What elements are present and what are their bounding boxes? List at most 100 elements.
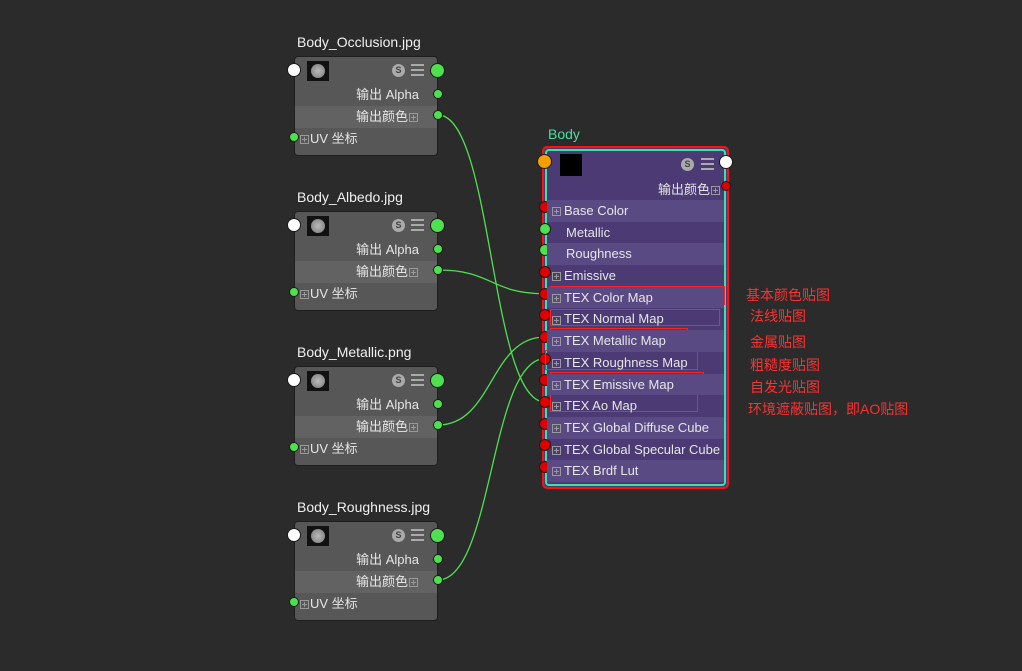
output-alpha-port[interactable] (433, 89, 443, 99)
body-input-row[interactable]: Base Color (547, 200, 724, 222)
body-output-color-port[interactable] (721, 181, 731, 191)
output-alpha-label: 输出 Alpha (356, 242, 419, 257)
body-input-row[interactable]: TEX Metallic Map (547, 330, 724, 352)
output-alpha-port[interactable] (433, 399, 443, 409)
menu-icon[interactable] (411, 374, 424, 386)
texture-input-port[interactable] (287, 373, 301, 387)
input-label: TEX Metallic Map (564, 333, 666, 349)
menu-icon[interactable] (411, 64, 424, 76)
menu-icon[interactable] (701, 158, 714, 170)
texture-output-port[interactable] (430, 528, 445, 543)
expand-icon[interactable] (552, 445, 561, 455)
expand-icon[interactable] (300, 445, 309, 455)
s-icon[interactable]: S (681, 158, 694, 171)
body-output-port[interactable] (719, 155, 733, 169)
body-input-row[interactable]: TEX Color Map (547, 286, 724, 309)
texture-output-port[interactable] (430, 373, 445, 388)
expand-icon[interactable] (711, 186, 720, 196)
texture-node-title: Body_Albedo.jpg (297, 189, 403, 205)
expand-icon[interactable] (409, 423, 418, 433)
connection-wire (437, 358, 546, 581)
body-input-row[interactable]: Roughness (547, 243, 724, 266)
expand-icon[interactable] (552, 207, 561, 217)
input-label: TEX Brdf Lut (564, 463, 639, 479)
expand-icon[interactable] (300, 135, 309, 145)
body-input-row[interactable]: TEX Normal Map (547, 308, 724, 330)
annotation-label: 基本颜色贴图 (746, 287, 830, 303)
texture-node-title: Body_Roughness.jpg (297, 499, 431, 515)
uv-coord-label: UV 坐标 (310, 286, 358, 301)
expand-icon[interactable] (552, 402, 561, 412)
expand-icon[interactable] (552, 293, 561, 303)
expand-icon[interactable] (409, 113, 418, 123)
connection-wire (437, 336, 546, 426)
texture-node-title: Body_Metallic.png (297, 344, 412, 360)
expand-icon[interactable] (552, 380, 561, 390)
body-input-row[interactable]: TEX Global Diffuse Cube (547, 416, 724, 439)
uv-coord-label: UV 坐标 (310, 441, 358, 456)
body-node-title: Body (548, 126, 580, 142)
annotation-label: 金属贴图 (750, 334, 806, 350)
expand-icon[interactable] (409, 268, 418, 278)
body-input-row[interactable]: TEX Emissive Map (547, 373, 724, 396)
body-input-row[interactable]: Metallic (547, 222, 724, 244)
texture-thumbnail (307, 526, 329, 546)
output-alpha-label: 输出 Alpha (356, 397, 419, 412)
menu-icon[interactable] (411, 219, 424, 231)
uv-input-port[interactable] (289, 597, 299, 607)
texture-node[interactable]: S 输出 Alpha 输出颜色 UV 坐标 (294, 366, 438, 466)
texture-node[interactable]: S 输出 Alpha 输出颜色 UV 坐标 (294, 211, 438, 311)
input-label: TEX Normal Map (564, 311, 664, 327)
expand-icon[interactable] (300, 290, 309, 300)
expand-icon[interactable] (552, 315, 561, 325)
output-color-port[interactable] (433, 265, 443, 275)
body-input-row[interactable]: TEX Global Specular Cube (547, 439, 724, 461)
input-label: TEX Global Specular Cube (564, 441, 721, 457)
expand-icon[interactable] (552, 272, 561, 282)
s-icon[interactable]: S (392, 64, 405, 77)
expand-icon[interactable] (552, 358, 561, 368)
uv-coord-label: UV 坐标 (310, 596, 358, 611)
annotation-label: 粗糙度贴图 (750, 357, 820, 373)
expand-icon[interactable] (552, 423, 561, 433)
body-input-row[interactable]: Emissive (547, 265, 724, 287)
output-color-label: 输出颜色 (355, 264, 408, 279)
connection-wire (437, 114, 546, 403)
uv-input-port[interactable] (289, 287, 299, 297)
annotation-label: 法线贴图 (750, 308, 806, 324)
expand-icon[interactable] (300, 600, 309, 610)
menu-icon[interactable] (411, 529, 424, 541)
input-label: Emissive (564, 268, 617, 284)
texture-input-port[interactable] (287, 218, 301, 232)
output-alpha-port[interactable] (433, 244, 443, 254)
texture-node[interactable]: S 输出 Alpha 输出颜色 UV 坐标 (294, 56, 438, 156)
texture-output-port[interactable] (430, 63, 445, 78)
texture-input-port[interactable] (287, 528, 301, 542)
output-color-port[interactable] (433, 110, 443, 120)
s-icon[interactable]: S (392, 374, 405, 387)
input-label: Base Color (564, 203, 629, 218)
texture-input-port[interactable] (287, 63, 301, 77)
body-input-row[interactable]: TEX Roughness Map (547, 352, 724, 374)
output-color-port[interactable] (433, 420, 443, 430)
output-color-label: 输出颜色 (355, 109, 408, 124)
expand-icon[interactable] (552, 337, 561, 347)
input-label: Roughness (566, 246, 632, 262)
output-color-label: 输出颜色 (355, 574, 408, 589)
uv-input-port[interactable] (289, 132, 299, 142)
connection-wire (437, 269, 546, 295)
output-color-port[interactable] (433, 575, 443, 585)
body-input-row[interactable]: TEX Ao Map (547, 395, 724, 417)
body-input-row[interactable]: TEX Brdf Lut (547, 460, 724, 482)
body-input-port[interactable] (537, 154, 552, 169)
s-icon[interactable]: S (392, 529, 405, 542)
expand-icon[interactable] (552, 467, 561, 477)
texture-node[interactable]: S 输出 Alpha 输出颜色 UV 坐标 (294, 521, 438, 621)
expand-icon[interactable] (409, 578, 418, 588)
output-alpha-port[interactable] (433, 554, 443, 564)
uv-input-port[interactable] (289, 442, 299, 452)
texture-output-port[interactable] (430, 218, 445, 233)
s-icon[interactable]: S (392, 219, 405, 232)
